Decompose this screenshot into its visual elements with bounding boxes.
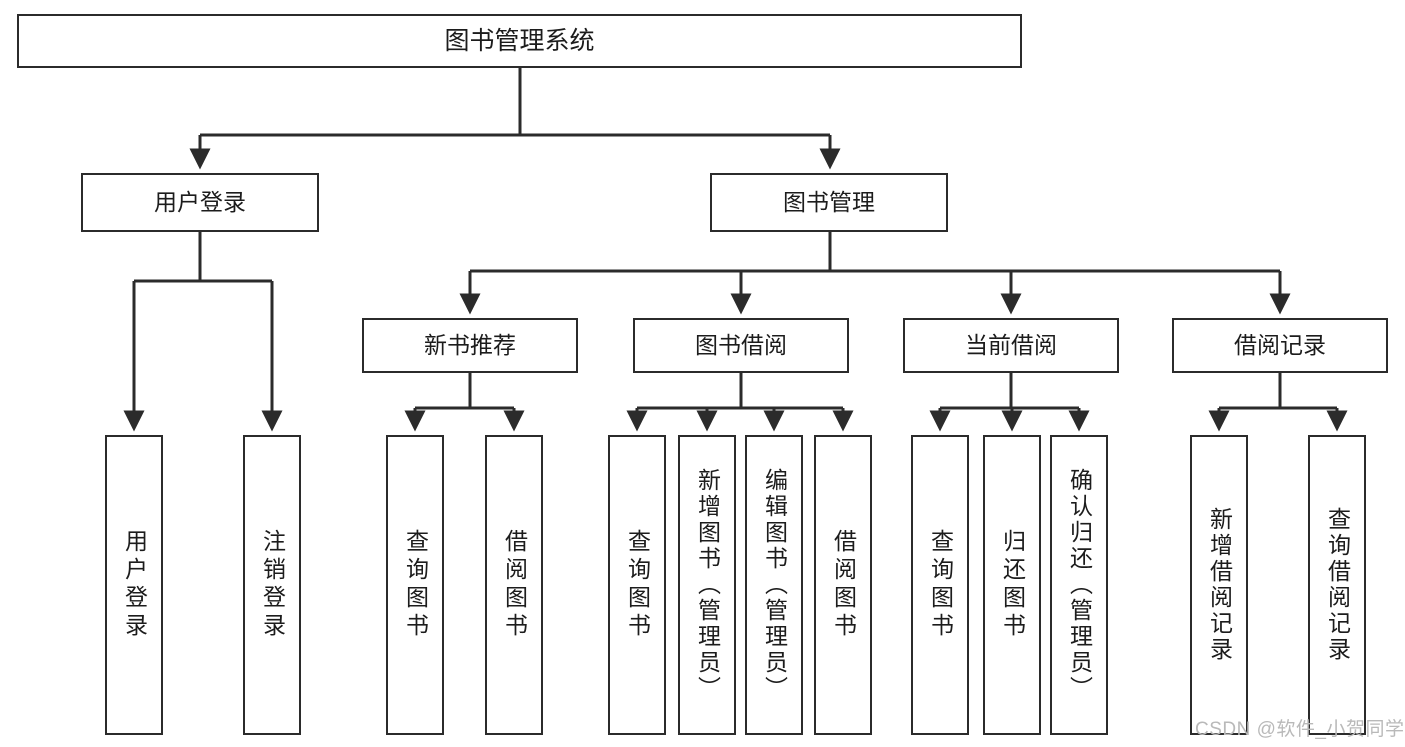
node-new-book-rec[interactable]: 新书推荐 xyxy=(362,318,578,373)
node-borrow-record[interactable]: 借阅记录 xyxy=(1172,318,1388,373)
node-leaf-edit-book-label: 编辑图书（管理员） xyxy=(761,468,788,702)
node-leaf-borrow-book-2-label: 借阅图书 xyxy=(830,529,857,641)
node-leaf-query-book-1[interactable]: 查询图书 xyxy=(386,435,444,735)
node-book-manage[interactable]: 图书管理 xyxy=(710,173,948,232)
node-current-borrow-label: 当前借阅 xyxy=(965,332,1057,359)
node-leaf-user-logout[interactable]: 注销登录 xyxy=(243,435,301,735)
node-leaf-user-logout-label: 注销登录 xyxy=(259,529,286,641)
node-user-login[interactable]: 用户登录 xyxy=(81,173,319,232)
node-leaf-query-book-1-label: 查询图书 xyxy=(402,529,429,641)
node-root[interactable]: 图书管理系统 xyxy=(17,14,1022,68)
node-leaf-add-book-label: 新增图书（管理员） xyxy=(694,468,721,702)
node-book-manage-label: 图书管理 xyxy=(783,189,875,216)
node-leaf-add-record-label: 新增借阅记录 xyxy=(1206,507,1233,663)
node-leaf-edit-book[interactable]: 编辑图书（管理员） xyxy=(745,435,803,735)
node-leaf-borrow-book-2[interactable]: 借阅图书 xyxy=(814,435,872,735)
node-borrow-record-label: 借阅记录 xyxy=(1234,332,1326,359)
node-leaf-borrow-book-1-label: 借阅图书 xyxy=(501,529,528,641)
node-leaf-query-record-label: 查询借阅记录 xyxy=(1324,507,1351,663)
node-root-label: 图书管理系统 xyxy=(444,26,595,55)
node-leaf-query-book-2-label: 查询图书 xyxy=(624,529,651,641)
node-leaf-confirm-return[interactable]: 确认归还（管理员） xyxy=(1050,435,1108,735)
node-leaf-user-login[interactable]: 用户登录 xyxy=(105,435,163,735)
node-leaf-add-book[interactable]: 新增图书（管理员） xyxy=(678,435,736,735)
node-user-login-label: 用户登录 xyxy=(154,189,246,216)
watermark-text: CSDN @软件_小贺同学 xyxy=(1195,719,1405,740)
node-book-borrow[interactable]: 图书借阅 xyxy=(633,318,849,373)
node-leaf-query-record[interactable]: 查询借阅记录 xyxy=(1308,435,1366,735)
node-leaf-add-record[interactable]: 新增借阅记录 xyxy=(1190,435,1248,735)
node-leaf-borrow-book-1[interactable]: 借阅图书 xyxy=(485,435,543,735)
node-leaf-query-book-3-label: 查询图书 xyxy=(927,529,954,641)
node-leaf-return-book[interactable]: 归还图书 xyxy=(983,435,1041,735)
node-current-borrow[interactable]: 当前借阅 xyxy=(903,318,1119,373)
node-book-borrow-label: 图书借阅 xyxy=(695,332,787,359)
node-leaf-return-book-label: 归还图书 xyxy=(999,529,1026,641)
node-leaf-query-book-2[interactable]: 查询图书 xyxy=(608,435,666,735)
node-leaf-confirm-return-label: 确认归还（管理员） xyxy=(1066,468,1093,702)
node-leaf-query-book-3[interactable]: 查询图书 xyxy=(911,435,969,735)
node-new-book-rec-label: 新书推荐 xyxy=(424,332,516,359)
node-leaf-user-login-label: 用户登录 xyxy=(121,529,148,641)
